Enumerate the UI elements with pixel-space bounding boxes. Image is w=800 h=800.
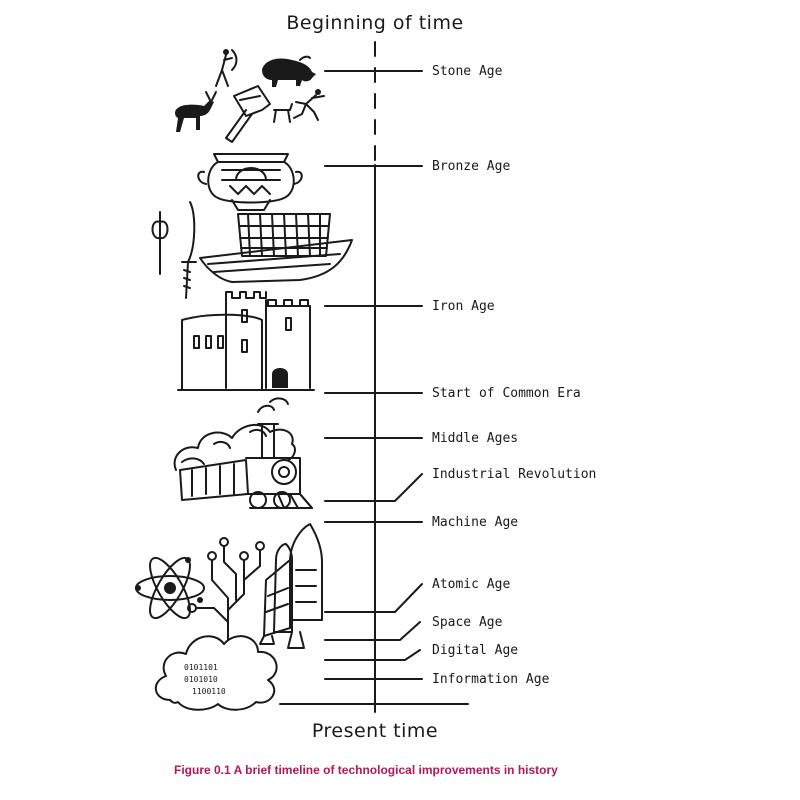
tick-atomic-age — [324, 583, 423, 613]
figure-caption: Figure 0.1 A brief timeline of technolog… — [174, 763, 558, 777]
era-label: Machine Age — [432, 515, 518, 530]
era-label: Iron Age — [432, 299, 495, 314]
binary-line: 0101101 — [184, 663, 218, 672]
cave-painting-illustration — [175, 49, 325, 143]
era-ticks — [324, 70, 423, 680]
space-shuttle-illustration — [259, 523, 323, 649]
era-labels: Stone Age Bronze Age Iron Age Start of C… — [432, 64, 596, 687]
atom-illustration — [135, 556, 205, 620]
bottom-label: Present time — [312, 720, 438, 742]
era-label: Stone Age — [432, 64, 503, 79]
timeline-diagram: Beginning of time Present time Stone Age… — [135, 12, 596, 742]
era-label: Digital Age — [432, 643, 518, 658]
era-label: Atomic Age — [432, 577, 510, 592]
era-label: Space Age — [432, 615, 503, 630]
top-label: Beginning of time — [286, 12, 463, 34]
binary-line: 0101010 — [184, 675, 218, 684]
era-label: Middle Ages — [432, 431, 518, 446]
tick-industrial-revolution — [324, 473, 423, 502]
castle-illustration — [177, 291, 315, 391]
era-label: Industrial Revolution — [432, 467, 596, 482]
steam-train-illustration — [173, 397, 313, 509]
tick-space-age — [324, 621, 421, 641]
ship-illustration — [199, 213, 353, 283]
circuit-illustration — [187, 537, 265, 641]
binary-line: 1100110 — [192, 687, 226, 696]
bronze-pot-illustration — [197, 153, 303, 211]
weapons-illustration — [151, 201, 197, 299]
cloud-illustration: 0101101 0101010 1100110 — [155, 635, 278, 711]
era-label: Start of Common Era — [432, 386, 581, 401]
era-label: Information Age — [432, 672, 550, 687]
era-label: Bronze Age — [432, 159, 510, 174]
tick-digital-age — [324, 649, 421, 661]
